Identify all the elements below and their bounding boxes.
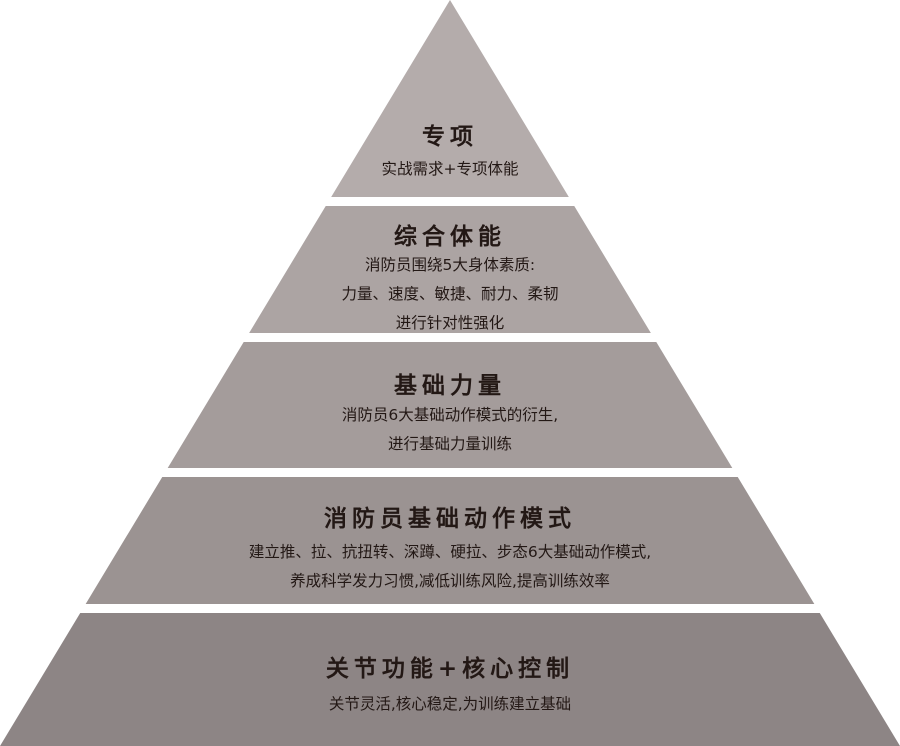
layer-title-specialized: 专项 — [422, 124, 478, 150]
layer-desc: 力量、速度、敏捷、耐力、柔韧 — [341, 285, 559, 303]
layer-desc: 消防员围绕5大身体素质: — [364, 256, 536, 274]
pyramid-layer-base — [0, 613, 900, 746]
layer-desc: 建立推、拉、抗扭转、深蹲、硬拉、步态6大基础动作模式, — [248, 543, 652, 561]
layer-desc: 消防员6大基础动作模式的衍生, — [341, 406, 559, 424]
pyramid-layer-top — [331, 0, 569, 197]
layer-title-joint-core: 关节功能+核心控制 — [325, 656, 575, 682]
layer-desc: 进行基础力量训练 — [387, 435, 512, 453]
layer-desc: 进行针对性强化 — [395, 314, 505, 332]
pyramid-layer-2 — [249, 206, 651, 333]
layer-desc: 关节灵活,核心稳定,为训练建立基础 — [328, 695, 572, 713]
layer-title-movement-patterns: 消防员基础动作模式 — [324, 506, 576, 532]
layer-title-basic-strength: 基础力量 — [394, 373, 506, 399]
pyramid-layer-4 — [85, 477, 815, 604]
pyramid-layer-3 — [167, 342, 733, 468]
layer-title-comprehensive: 综合体能 — [394, 224, 506, 250]
layer-desc: 实战需求+专项体能 — [381, 160, 519, 178]
layer-desc: 养成科学发力习惯,减低训练风险,提高训练效率 — [290, 572, 610, 590]
